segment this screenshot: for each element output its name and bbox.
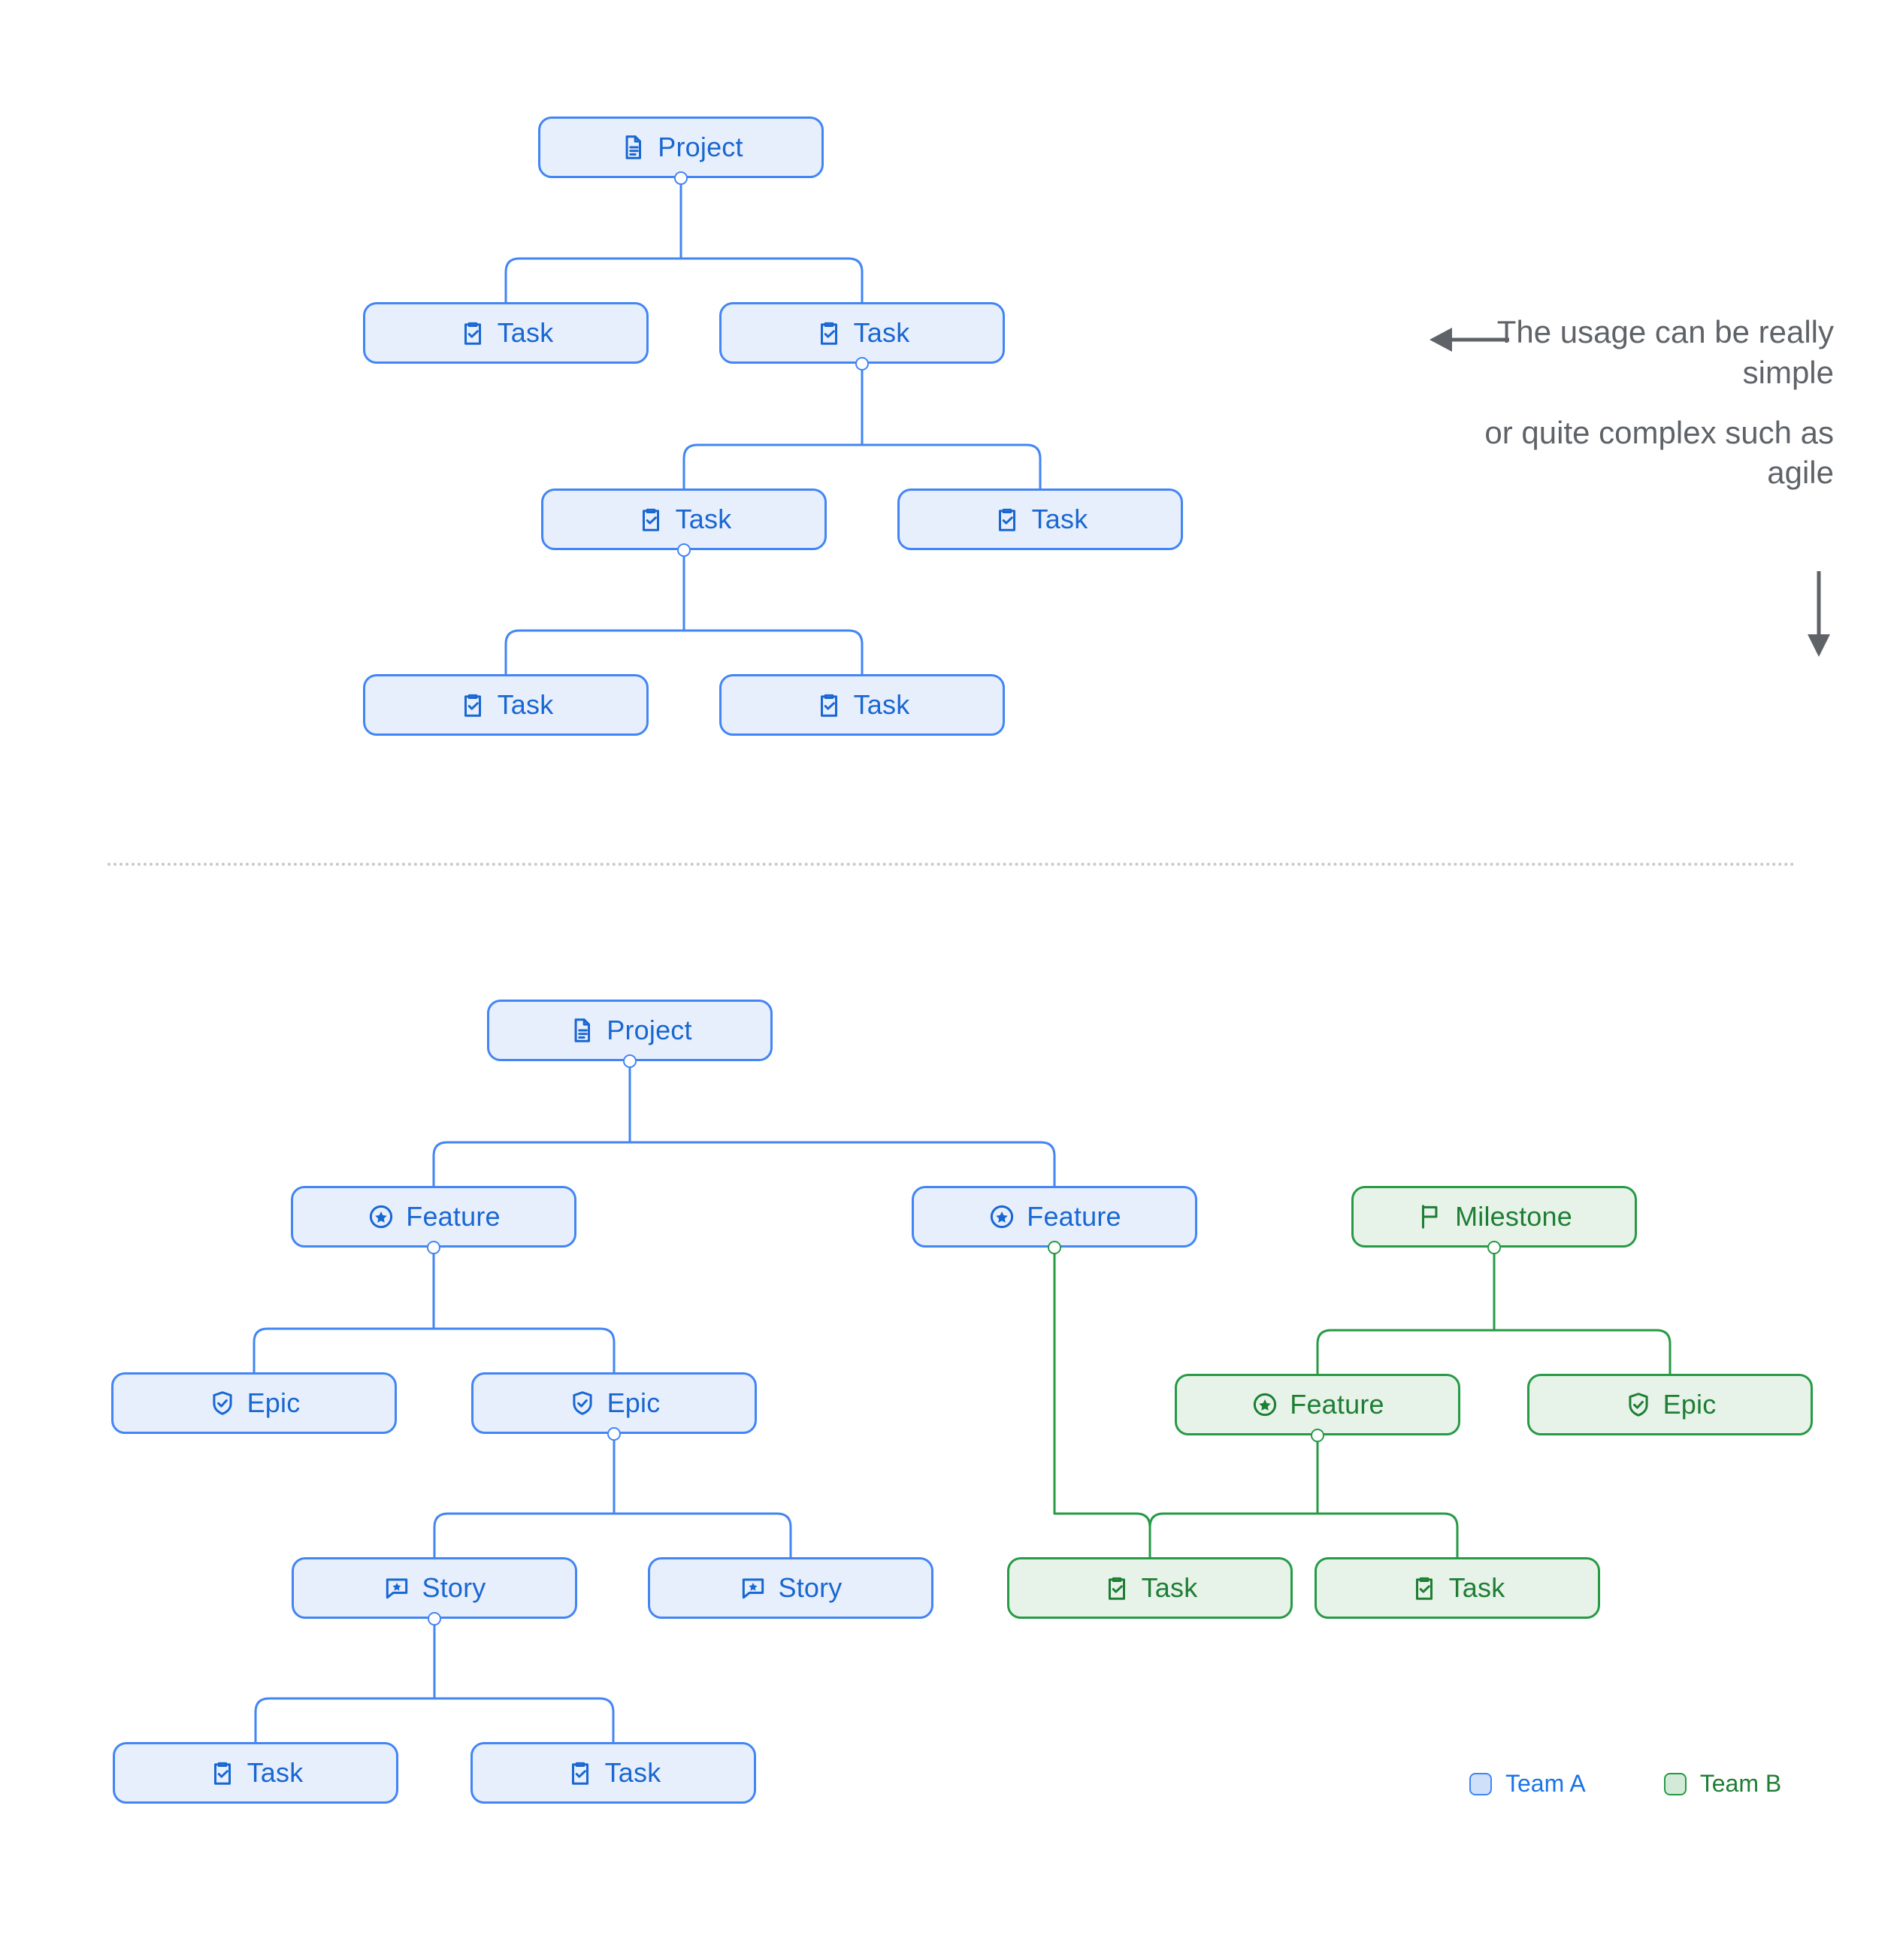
clipboard-check-icon xyxy=(458,319,487,347)
node-task[interactable]: Task xyxy=(541,488,827,550)
node-task[interactable]: Task xyxy=(719,674,1005,736)
comment-star-icon xyxy=(739,1574,767,1602)
node-label: Feature xyxy=(1027,1201,1121,1232)
shield-check-icon xyxy=(208,1389,237,1417)
legend-label-team-b: Team B xyxy=(1699,1770,1782,1797)
star-circle-icon xyxy=(1251,1390,1279,1419)
node-task[interactable]: Task xyxy=(363,674,649,736)
flag-icon xyxy=(1416,1202,1445,1231)
node-label: Feature xyxy=(406,1201,501,1232)
legend-label-team-a: Team A xyxy=(1505,1770,1586,1797)
document-icon xyxy=(567,1016,596,1045)
node-label: Project xyxy=(607,1015,692,1045)
connector-port[interactable] xyxy=(1487,1241,1501,1254)
node-label: Task xyxy=(853,689,910,720)
legend-item-team-b[interactable]: Team B xyxy=(1663,1770,1782,1798)
node-label: Milestone xyxy=(1455,1201,1572,1232)
annotation-text-block: The usage can be really simple or quite … xyxy=(1428,312,1834,493)
node-label: Epic xyxy=(247,1387,301,1418)
square-swatch-icon xyxy=(1663,1772,1687,1795)
shield-check-icon xyxy=(1624,1390,1653,1419)
node-label: Epic xyxy=(607,1387,661,1418)
connector-port[interactable] xyxy=(623,1054,637,1068)
clipboard-check-icon xyxy=(815,319,843,347)
node-label: Task xyxy=(675,504,732,534)
node-task[interactable]: Task xyxy=(719,302,1005,364)
comment-star-icon xyxy=(383,1574,411,1602)
arrow-left-icon xyxy=(1430,328,1509,352)
node-task[interactable]: Task xyxy=(113,1742,398,1804)
arrow-down-icon xyxy=(1808,571,1830,657)
node-feature[interactable]: Feature xyxy=(912,1186,1197,1248)
connector-port[interactable] xyxy=(1311,1429,1324,1442)
clipboard-check-icon xyxy=(1410,1574,1439,1602)
node-label: Feature xyxy=(1290,1389,1384,1420)
node-task[interactable]: Task xyxy=(1007,1557,1293,1619)
node-label: Task xyxy=(1031,504,1088,534)
node-label: Story xyxy=(778,1572,843,1603)
node-task[interactable]: Task xyxy=(897,488,1183,550)
connector-port[interactable] xyxy=(674,171,688,185)
connector-port[interactable] xyxy=(677,543,691,557)
legend: Team A Team B xyxy=(1469,1770,1781,1798)
clipboard-check-icon xyxy=(993,505,1021,534)
document-icon xyxy=(619,133,647,162)
node-task[interactable]: Task xyxy=(470,1742,756,1804)
node-label: Epic xyxy=(1662,1389,1717,1420)
connector-port[interactable] xyxy=(855,357,869,371)
node-epic[interactable]: Epic xyxy=(1527,1374,1813,1435)
node-label: Task xyxy=(604,1757,661,1788)
node-label: Task xyxy=(497,689,554,720)
node-story[interactable]: Story xyxy=(292,1557,577,1619)
square-swatch-icon xyxy=(1469,1772,1492,1795)
node-feature[interactable]: Feature xyxy=(1175,1374,1460,1435)
node-label: Task xyxy=(1141,1572,1198,1603)
clipboard-check-icon xyxy=(637,505,665,534)
node-label: Story xyxy=(422,1572,486,1603)
star-circle-icon xyxy=(367,1202,395,1231)
clipboard-check-icon xyxy=(566,1759,594,1787)
node-feature[interactable]: Feature xyxy=(291,1186,576,1248)
node-epic[interactable]: Epic xyxy=(111,1372,397,1434)
clipboard-check-icon xyxy=(1103,1574,1131,1602)
node-label: Project xyxy=(658,132,743,162)
node-project[interactable]: Project xyxy=(487,1000,773,1061)
annotation-line-1: The usage can be really simple xyxy=(1496,314,1834,390)
clipboard-check-icon xyxy=(815,691,843,719)
node-task[interactable]: Task xyxy=(363,302,649,364)
star-circle-icon xyxy=(988,1202,1016,1231)
node-task[interactable]: Task xyxy=(1315,1557,1600,1619)
node-label: Task xyxy=(497,317,554,348)
legend-item-team-a[interactable]: Team A xyxy=(1469,1770,1586,1798)
node-label: Task xyxy=(1448,1572,1505,1603)
node-story[interactable]: Story xyxy=(648,1557,933,1619)
node-epic[interactable]: Epic xyxy=(471,1372,757,1434)
node-label: Task xyxy=(853,317,910,348)
section-divider xyxy=(107,863,1796,866)
connector-port[interactable] xyxy=(1048,1241,1061,1254)
connector-port[interactable] xyxy=(427,1241,440,1254)
shield-check-icon xyxy=(568,1389,597,1417)
node-milestone[interactable]: Milestone xyxy=(1351,1186,1637,1248)
connector-port[interactable] xyxy=(607,1427,621,1441)
node-label: Task xyxy=(247,1757,304,1788)
clipboard-check-icon xyxy=(458,691,487,719)
connector-port[interactable] xyxy=(428,1612,441,1626)
annotation-line-2: or quite complex such as agile xyxy=(1484,414,1834,491)
clipboard-check-icon xyxy=(208,1759,237,1787)
node-project[interactable]: Project xyxy=(538,116,824,178)
